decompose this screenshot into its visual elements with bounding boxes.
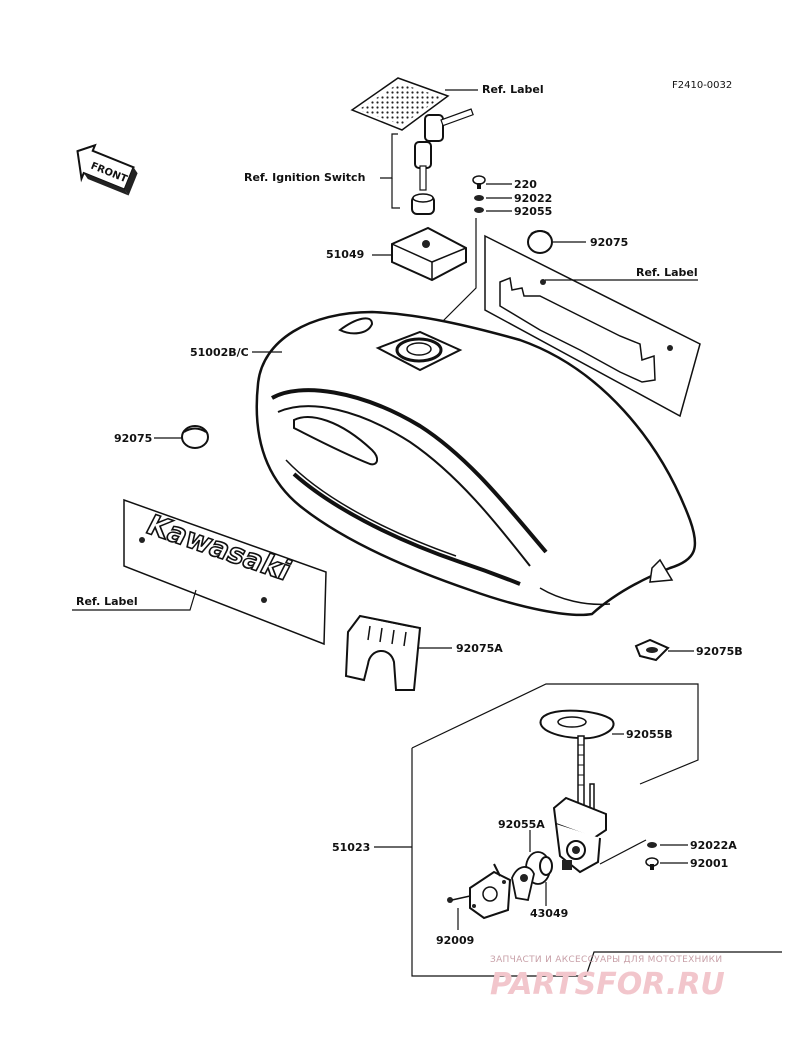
cover-plate-icon xyxy=(469,863,512,920)
fuel-cap-icon xyxy=(391,226,467,282)
callout-92075a: 92075A xyxy=(456,642,503,655)
top-label-sticker xyxy=(350,77,450,131)
rubber-damper-92075a-icon xyxy=(344,614,422,691)
screw-92009-icon xyxy=(447,895,471,903)
bushing-92075-top-icon xyxy=(527,230,553,254)
gasket-92055b-icon xyxy=(539,709,615,740)
washer-92022a-icon xyxy=(647,842,657,848)
ignition-key-icon xyxy=(411,108,474,215)
right-label-panel xyxy=(484,234,701,418)
bushing-92075-left-icon xyxy=(181,425,209,449)
callout-92009: 92009 xyxy=(436,934,474,947)
callout-92075b: 92075B xyxy=(696,645,743,658)
callout-51002bc: 51002B/C xyxy=(190,346,249,359)
watermark-top-text: ЗАПЧАСТИ И АКСЕССУАРЫ ДЛЯ МОТОТЕХНИКИ xyxy=(490,955,722,965)
lever-43049-icon xyxy=(511,866,535,902)
callout-ref-ignition-switch: Ref. Ignition Switch xyxy=(244,171,365,184)
callout-43049: 43049 xyxy=(530,907,568,920)
fuel-cock-frame xyxy=(411,683,782,977)
grommet-92075b-icon xyxy=(634,638,670,662)
callout-220: 220 xyxy=(514,178,537,191)
callout-51023: 51023 xyxy=(332,841,370,854)
kawasaki-emblem-panel: Kawasaki xyxy=(123,498,327,646)
screw-220-icon xyxy=(472,175,486,213)
callout-51049: 51049 xyxy=(326,248,364,261)
callout-92022a: 92022A xyxy=(690,839,737,852)
callout-92001: 92001 xyxy=(690,857,728,870)
callout-ref-label-left: Ref. Label xyxy=(76,595,138,608)
bolt-92001-icon xyxy=(645,857,659,870)
callout-92055a: 92055A xyxy=(498,818,545,831)
watermark-big-text: PARTSFOR.RU xyxy=(490,967,725,1002)
fuel-tank xyxy=(255,310,697,617)
callout-ref-label-top: Ref. Label xyxy=(482,83,544,96)
callout-92055: 92055 xyxy=(514,205,552,218)
callout-92075-left: 92075 xyxy=(114,432,152,445)
callout-92075-top: 92075 xyxy=(590,236,628,249)
callout-92022: 92022 xyxy=(514,192,552,205)
fuel-cock-icon xyxy=(552,735,607,874)
callout-ref-label-right: Ref. Label xyxy=(636,266,698,279)
front-arrow-icon: FRONT xyxy=(76,143,138,196)
figure-code: F2410-0032 xyxy=(672,80,732,91)
callout-92055b: 92055B xyxy=(626,728,673,741)
